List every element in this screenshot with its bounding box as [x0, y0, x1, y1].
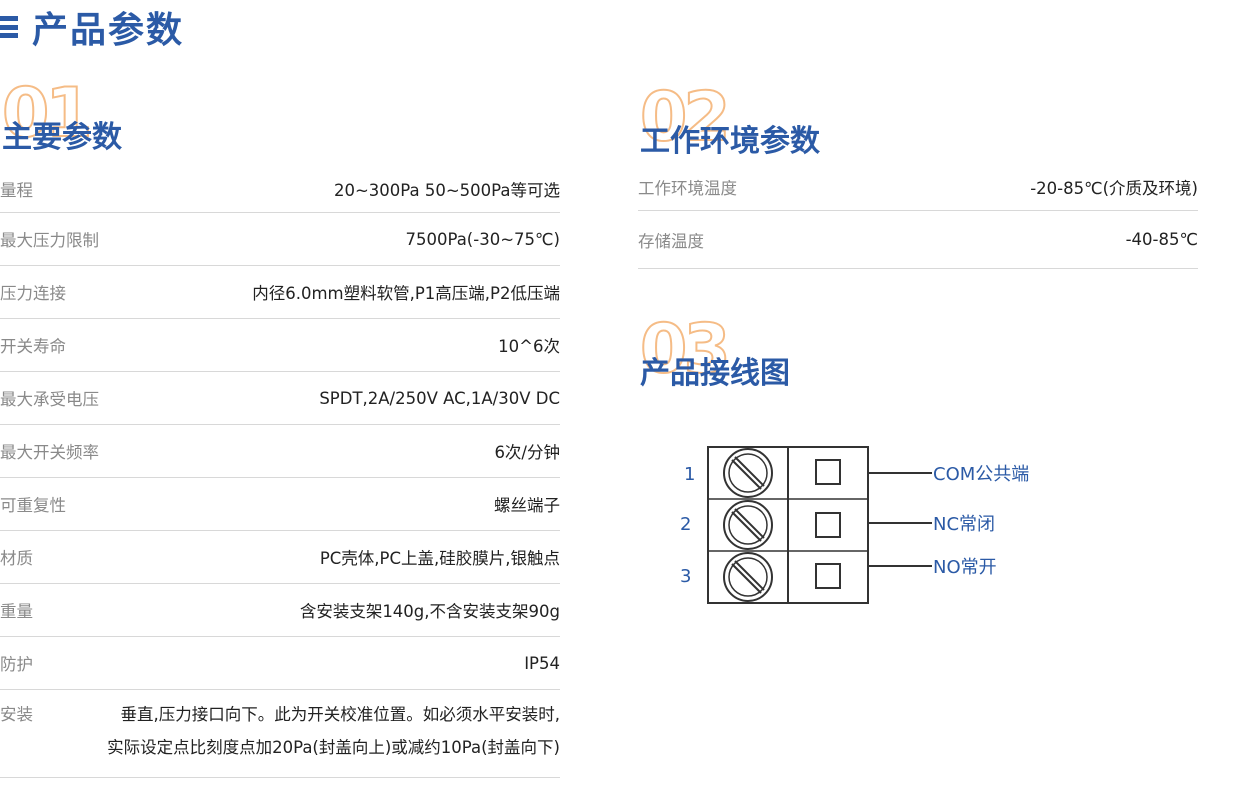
param-value: 6次/分钟 — [494, 443, 560, 462]
section-number: 02 — [639, 78, 732, 157]
param-value: 10^6次 — [498, 337, 560, 356]
param-label: 最大压力限制 — [0, 231, 99, 250]
wiring-diagram: 1 COM公共端 2 NC常闭 3 — [680, 446, 1029, 604]
terminal-number: 3 — [680, 566, 691, 587]
screw-icon — [723, 448, 773, 498]
param-label: 最大承受电压 — [0, 390, 99, 409]
table-row: 最大压力限制 7500Pa(-30~75℃) — [0, 213, 560, 266]
table-row: 防护 IP54 — [0, 637, 560, 690]
param-label: 工作环境温度 — [638, 179, 737, 198]
section-title: 工作环境参数 — [640, 124, 820, 159]
param-value: -40-85℃ — [1125, 230, 1198, 249]
param-value: 20~300Pa 50~500Pa等可选 — [333, 181, 560, 200]
terminal-row-1: 1 COM公共端 — [684, 448, 1029, 498]
param-value: 7500Pa(-30~75℃) — [405, 229, 561, 249]
param-label: 存储温度 — [638, 231, 704, 251]
terminal-slot-icon — [815, 459, 841, 485]
terminal-slot-icon — [815, 512, 841, 538]
table-row: 最大开关频率 6次/分钟 — [0, 425, 560, 478]
table-row: 压力连接 内径6.0mm塑料软管,P1高压端,P2低压端 — [0, 266, 560, 319]
section-wiring-head: 03 产品接线图 — [639, 310, 1040, 396]
page-title: 产品参数 — [32, 10, 185, 51]
table-row: 安装 垂直,压力接口向下。此为开关校准位置。如必须水平安装时, 实际设定点比刻度… — [0, 690, 560, 778]
param-label: 量程 — [0, 181, 33, 200]
terminal-number: 2 — [680, 514, 691, 535]
page-header: 产品参数 — [0, 4, 185, 51]
table-row: 重量 含安装支架140g,不含安装支架90g — [0, 584, 560, 637]
param-value: SPDT,2A/250V AC,1A/30V DC — [319, 388, 560, 408]
param-value: 螺丝端子 — [494, 496, 560, 515]
param-value: IP54 — [524, 653, 560, 673]
param-label: 可重复性 — [0, 496, 66, 515]
table-row: 材质 PC壳体,PC上盖,硅胶膜片,银触点 — [0, 531, 560, 584]
terminal-label: NC常闭 — [933, 514, 995, 535]
screw-icon — [723, 552, 773, 602]
param-label: 重量 — [0, 602, 33, 621]
table-row: 开关寿命 10^6次 — [0, 319, 560, 372]
param-label: 最大开关频率 — [0, 443, 99, 462]
table-row: 最大承受电压 SPDT,2A/250V AC,1A/30V DC — [0, 372, 560, 425]
section-title: 主要参数 — [2, 120, 122, 155]
install-line-2: 实际设定点比刻度点加20Pa(封盖向上)或减约10Pa(封盖向下) — [107, 738, 560, 757]
param-value: 含安装支架140g,不含安装支架90g — [299, 602, 560, 621]
param-value: PC壳体,PC上盖,硅胶膜片,银触点 — [319, 549, 560, 568]
section-number: 03 — [639, 310, 732, 389]
terminal-label: NO常开 — [933, 557, 997, 578]
param-label: 材质 — [0, 549, 33, 568]
section-env-params-head: 02 工作环境参数 — [639, 78, 1040, 164]
terminal-row-2: 2 NC常闭 — [680, 500, 995, 550]
section-title: 产品接线图 — [640, 356, 790, 391]
menu-icon — [0, 16, 18, 38]
param-label: 安装 — [0, 705, 33, 724]
terminal-slot-icon — [815, 563, 841, 589]
param-label: 开关寿命 — [0, 337, 66, 356]
param-label: 防护 — [0, 655, 33, 674]
env-params-table: 工作环境温度 -20-85℃(介质及环境) 存储温度 -40-85℃ — [638, 164, 1198, 269]
screw-icon — [723, 500, 773, 550]
section-main-params-head: 01 主要参数 — [1, 74, 302, 160]
param-value: 内径6.0mm塑料软管,P1高压端,P2低压端 — [252, 284, 560, 303]
table-row: 工作环境温度 -20-85℃(介质及环境) — [638, 164, 1198, 211]
param-label: 压力连接 — [0, 284, 66, 303]
main-params-table: 量程 20~300Pa 50~500Pa等可选 最大压力限制 7500Pa(-3… — [0, 166, 560, 778]
section-number: 01 — [1, 74, 94, 153]
terminal-row-3: 3 NO常开 — [680, 552, 997, 602]
terminal-label: COM公共端 — [933, 464, 1029, 485]
table-row: 存储温度 -40-85℃ — [638, 211, 1198, 269]
param-value: 垂直,压力接口向下。此为开关校准位置。如必须水平安装时, 实际设定点比刻度点加2… — [107, 698, 560, 764]
install-line-1: 垂直,压力接口向下。此为开关校准位置。如必须水平安装时, — [120, 705, 561, 724]
terminal-number: 1 — [684, 464, 695, 485]
table-row: 可重复性 螺丝端子 — [0, 478, 560, 531]
table-row: 量程 20~300Pa 50~500Pa等可选 — [0, 166, 560, 213]
param-value: -20-85℃(介质及环境) — [1030, 179, 1198, 198]
